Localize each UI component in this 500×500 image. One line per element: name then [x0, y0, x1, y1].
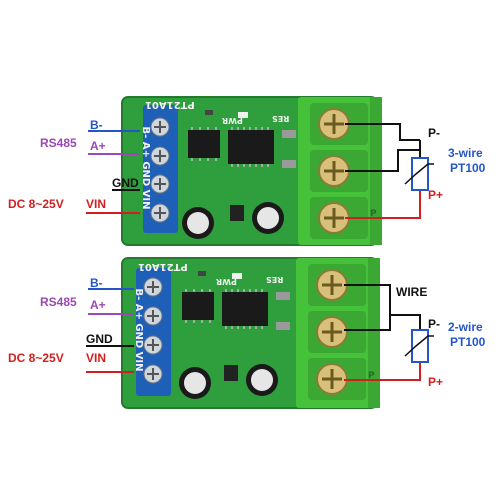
inductor [224, 365, 238, 381]
green-terminal-screws [310, 103, 368, 239]
label-rs485: RS485 [40, 295, 77, 309]
label-p-plus: P+ [428, 188, 444, 202]
blue-terminal-screws [150, 117, 170, 223]
silk-p: P [370, 209, 377, 219]
label-vin: VIN [86, 197, 107, 211]
label-p-minus: P- [428, 126, 440, 140]
label-b-minus: B- [90, 118, 103, 132]
label-sensor-model: PT100 [450, 161, 486, 175]
label-a-plus: A+ [90, 139, 106, 153]
label-gnd: GND [112, 176, 139, 190]
label-p-plus: P+ [428, 375, 444, 389]
inductor [230, 205, 244, 221]
silk-model: PT21A01 [138, 261, 188, 272]
ic-chip-small [188, 130, 220, 158]
pt100-resistor-symbol [411, 329, 429, 363]
sensor-wiring-3wire [345, 123, 434, 219]
blue-terminal-block [143, 105, 178, 233]
blue-terminal-screws [143, 277, 163, 384]
label-rs485: RS485 [40, 136, 77, 150]
label-sensor-model: PT100 [450, 335, 486, 349]
green-terminal-screws [308, 264, 366, 400]
label-dc: DC 8~25V [8, 197, 64, 211]
label-sensor-type: 2-wire [448, 320, 483, 334]
label-gnd: GND [86, 332, 113, 346]
silk-pins: B- A+ GND VIN [133, 288, 144, 372]
label-vin: VIN [86, 351, 107, 365]
pt100-resistor-symbol [411, 157, 429, 191]
label-b-minus: B- [90, 276, 103, 290]
label-p-minus: P- [428, 317, 440, 331]
blue-terminal-block [136, 268, 171, 396]
ic-chip-main [222, 292, 268, 326]
silk-res: RES [266, 275, 284, 284]
label-wire: WIRE [396, 285, 428, 299]
label-dc: DC 8~25V [8, 351, 64, 365]
sensor-wiring-2wire [344, 284, 434, 381]
silk-pwr: PWR [216, 277, 237, 286]
label-sensor-type: 3-wire [448, 146, 483, 160]
ic-chip-small [182, 292, 214, 320]
silk-p: P [368, 371, 375, 381]
ic-chip-main [228, 130, 274, 164]
label-a-plus: A+ [90, 298, 106, 312]
